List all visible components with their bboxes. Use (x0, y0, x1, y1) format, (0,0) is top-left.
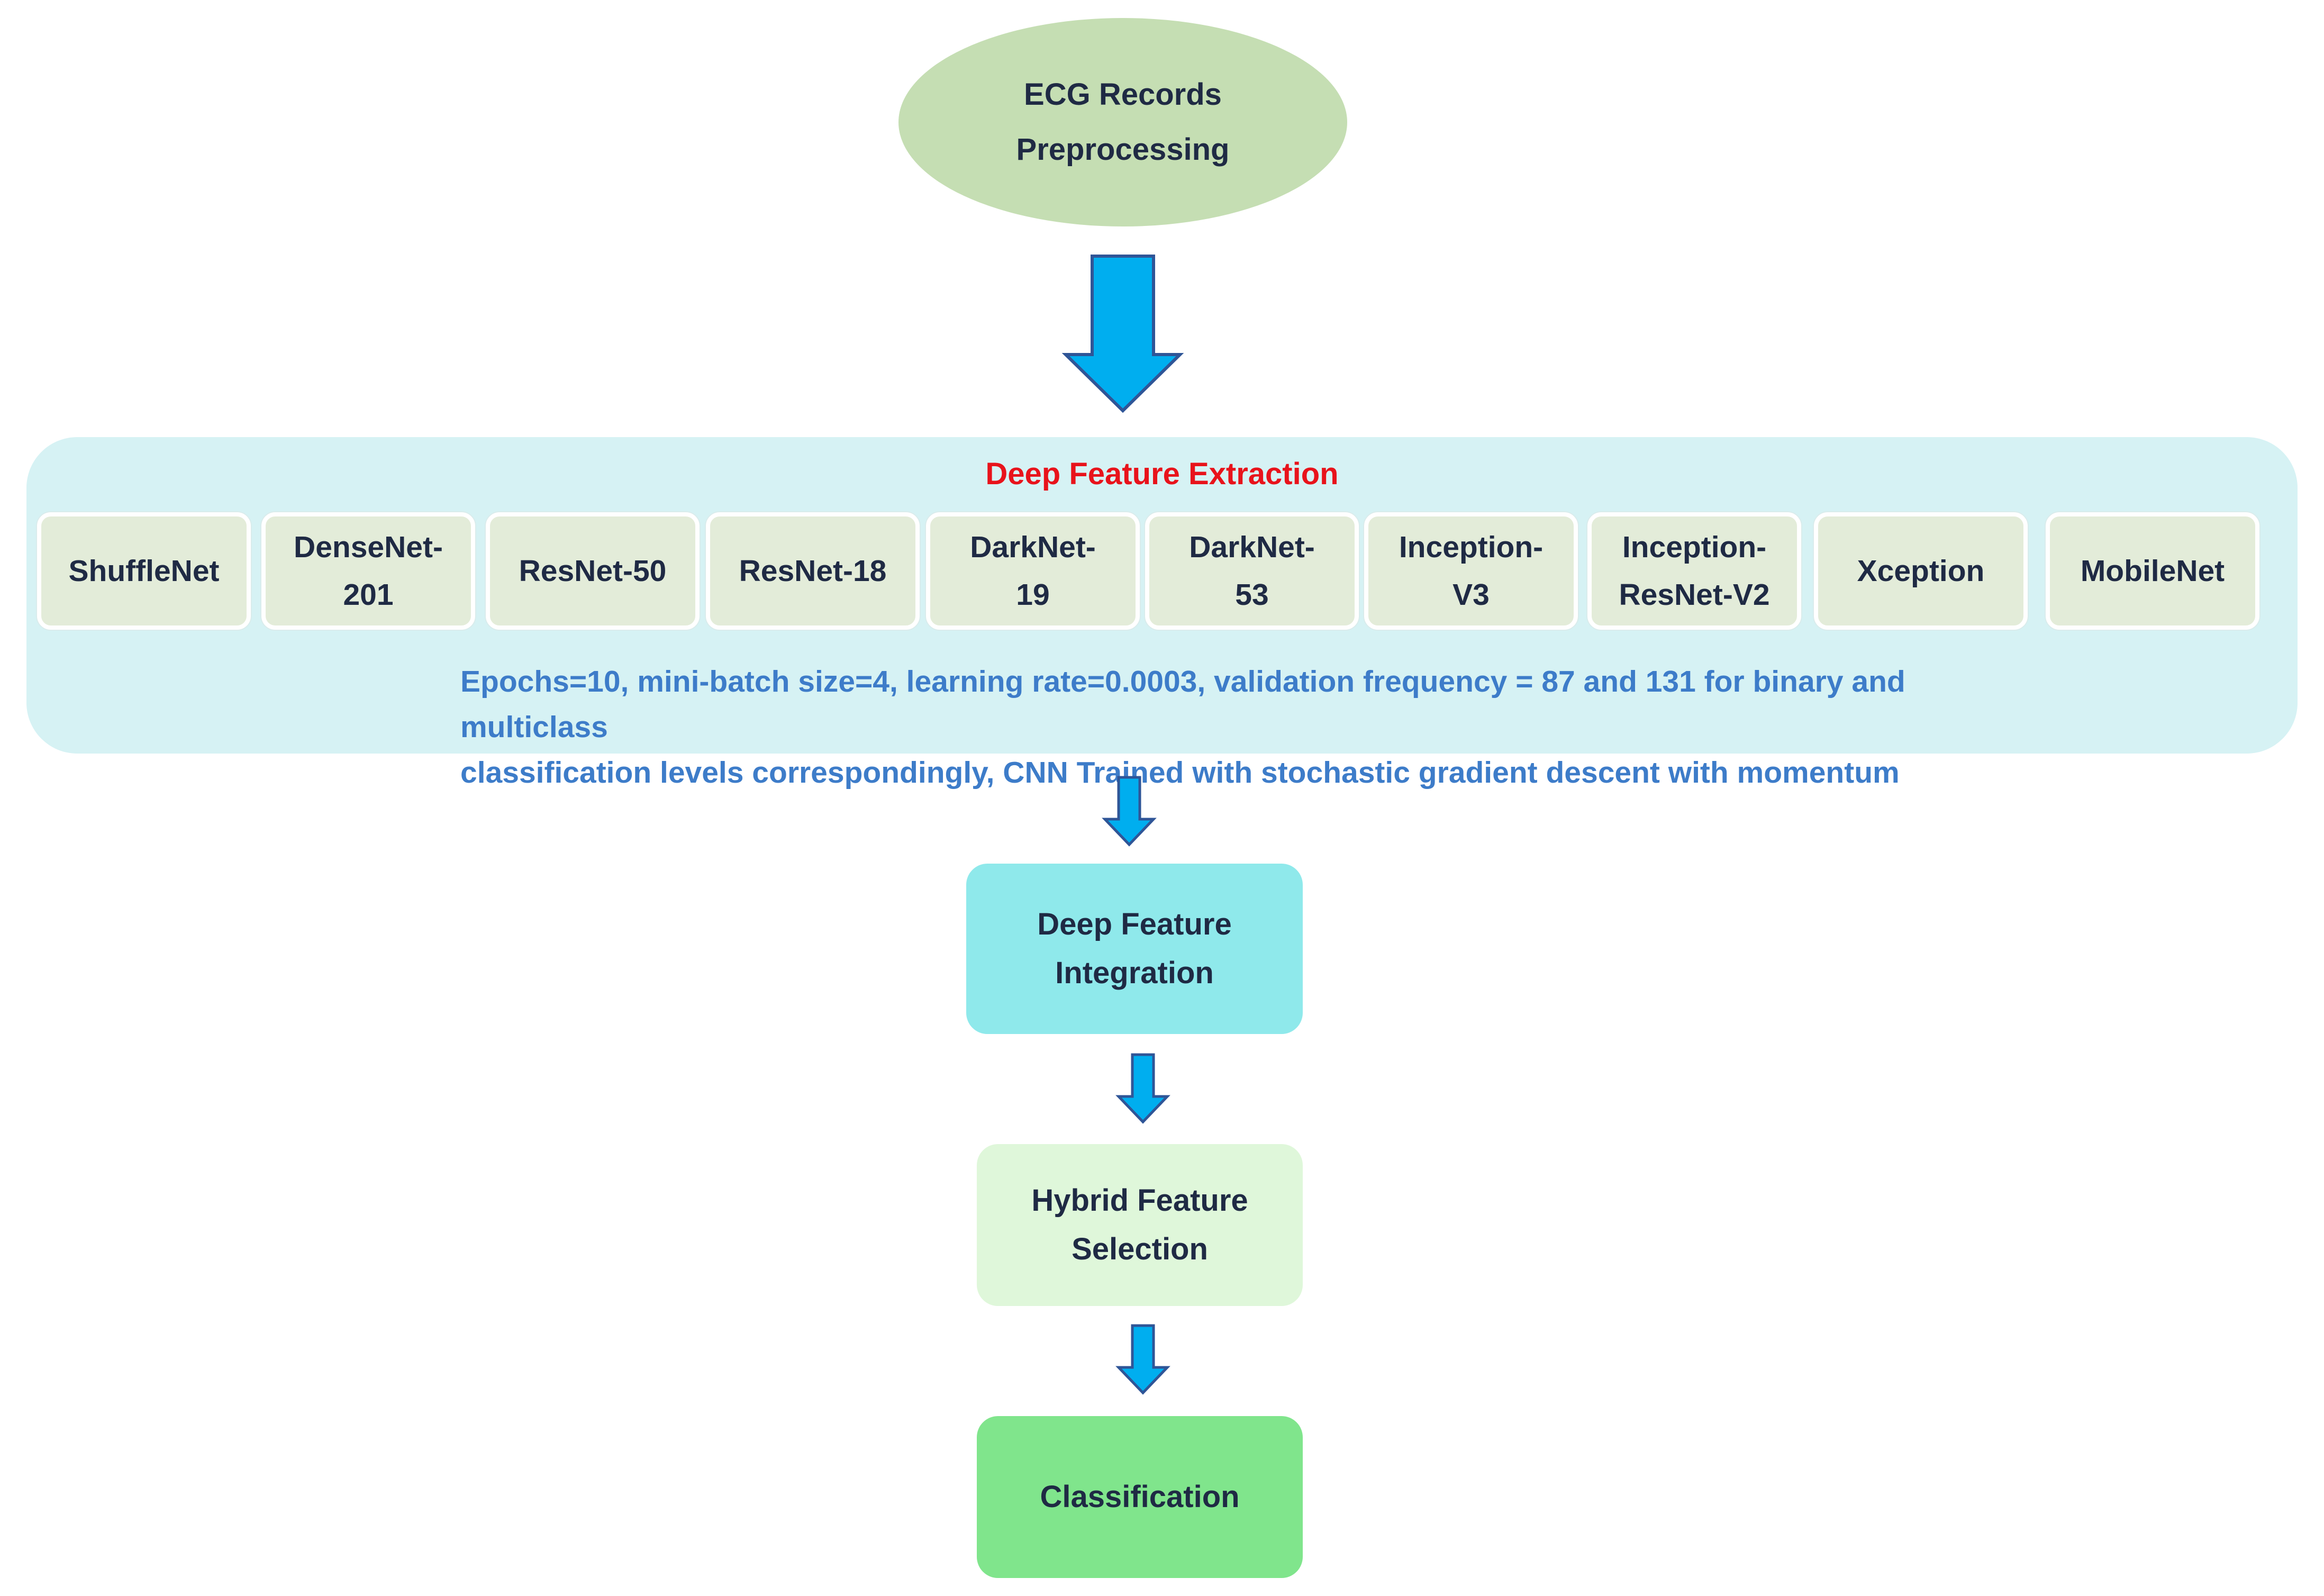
model-label: ShuffleNet (68, 554, 220, 588)
training-parameters-line2: classification levels correspondingly, C… (460, 756, 1900, 790)
classification-node: Classification (977, 1416, 1303, 1578)
training-parameters-text: Epochs=10, mini-batch size=4, learning r… (460, 659, 2048, 795)
model-label: Inception- (1622, 530, 1767, 564)
model-box-darknet-53: DarkNet- 53 (1145, 512, 1359, 630)
deep-feature-extraction-title: Deep Feature Extraction (985, 457, 1339, 491)
model-label: DenseNet- (294, 530, 443, 564)
model-label: Inception- (1399, 530, 1544, 564)
selection-label-line1: Hybrid Feature (1031, 1183, 1248, 1218)
deep-feature-integration-node: Deep Feature Integration (966, 864, 1303, 1034)
arrow-down-icon (1115, 1053, 1170, 1124)
model-label: ResNet-18 (739, 554, 887, 588)
model-label-line2: 201 (343, 578, 394, 612)
model-label: Xception (1857, 554, 1985, 588)
selection-label-line2: Selection (1072, 1232, 1208, 1266)
preprocessing-label: Preprocessing (1016, 132, 1230, 167)
model-box-inception-resnet-v2: Inception- ResNet-V2 (1587, 512, 1801, 630)
model-label-line2: 53 (1235, 578, 1269, 612)
model-box-resnet-18: ResNet-18 (706, 512, 920, 630)
model-label-line2: ResNet-V2 (1619, 578, 1770, 612)
integration-label-line1: Deep Feature (1037, 907, 1232, 941)
ecg-preprocessing-node: ECG Records Preprocessing (898, 18, 1347, 226)
model-box-mobilenet: MobileNet (2046, 512, 2259, 630)
integration-label-line2: Integration (1055, 956, 1214, 990)
training-parameters-line1: Epochs=10, mini-batch size=4, learning r… (460, 665, 1905, 744)
model-label: ResNet-50 (519, 554, 667, 588)
model-box-densenet-201: DenseNet- 201 (261, 512, 475, 630)
model-label: MobileNet (2080, 554, 2225, 588)
arrow-down-icon (1102, 776, 1157, 847)
model-box-darknet-19: DarkNet- 19 (926, 512, 1140, 630)
classification-label: Classification (1040, 1480, 1240, 1514)
model-label-line2: V3 (1452, 578, 1490, 612)
ecg-records-label: ECG Records (1024, 77, 1222, 112)
arrow-down-icon (1115, 1324, 1170, 1395)
model-box-resnet-50: ResNet-50 (486, 512, 700, 630)
model-label-line2: 19 (1016, 578, 1050, 612)
model-label: DarkNet- (970, 530, 1096, 564)
hybrid-feature-selection-node: Hybrid Feature Selection (977, 1144, 1303, 1306)
model-box-shufflenet: ShuffleNet (37, 512, 251, 630)
model-label: DarkNet- (1189, 530, 1315, 564)
arrow-down-icon (1061, 255, 1184, 413)
model-box-inception-v3: Inception- V3 (1364, 512, 1578, 630)
model-box-xception: Xception (1814, 512, 2028, 630)
